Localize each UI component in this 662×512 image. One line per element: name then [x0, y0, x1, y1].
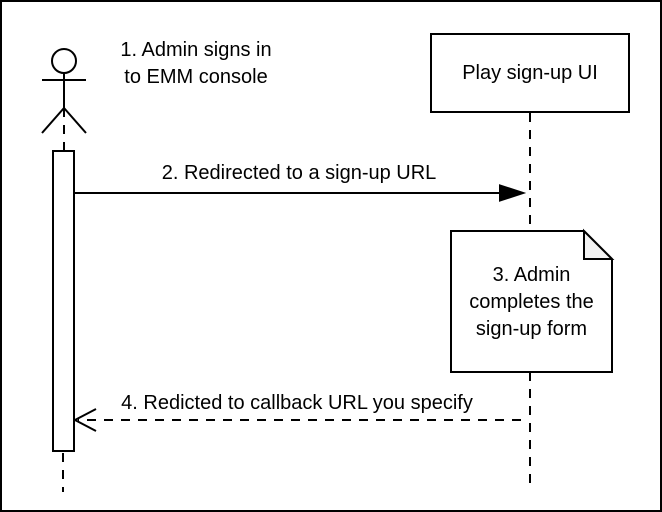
message-2-arrowhead: [499, 184, 527, 202]
message-2-label: 2. Redirected to a sign-up URL: [161, 162, 437, 184]
participant-box: Play sign-up UI: [430, 33, 630, 113]
message-4-arrowhead: [72, 408, 97, 432]
actor-head: [51, 48, 77, 74]
actor-figure: [41, 48, 87, 134]
note-fold: [583, 228, 615, 260]
note-shape: [450, 230, 613, 373]
message-4-label: 4. Redicted to callback URL you specify: [121, 392, 473, 414]
note-label: 3. Admin completes the sign-up form: [469, 264, 594, 340]
participant-label: Play sign-up UI: [462, 61, 598, 84]
actor-step-label: 1. Admin signs in to EMM console: [120, 39, 272, 88]
activation-bar: [52, 150, 75, 452]
